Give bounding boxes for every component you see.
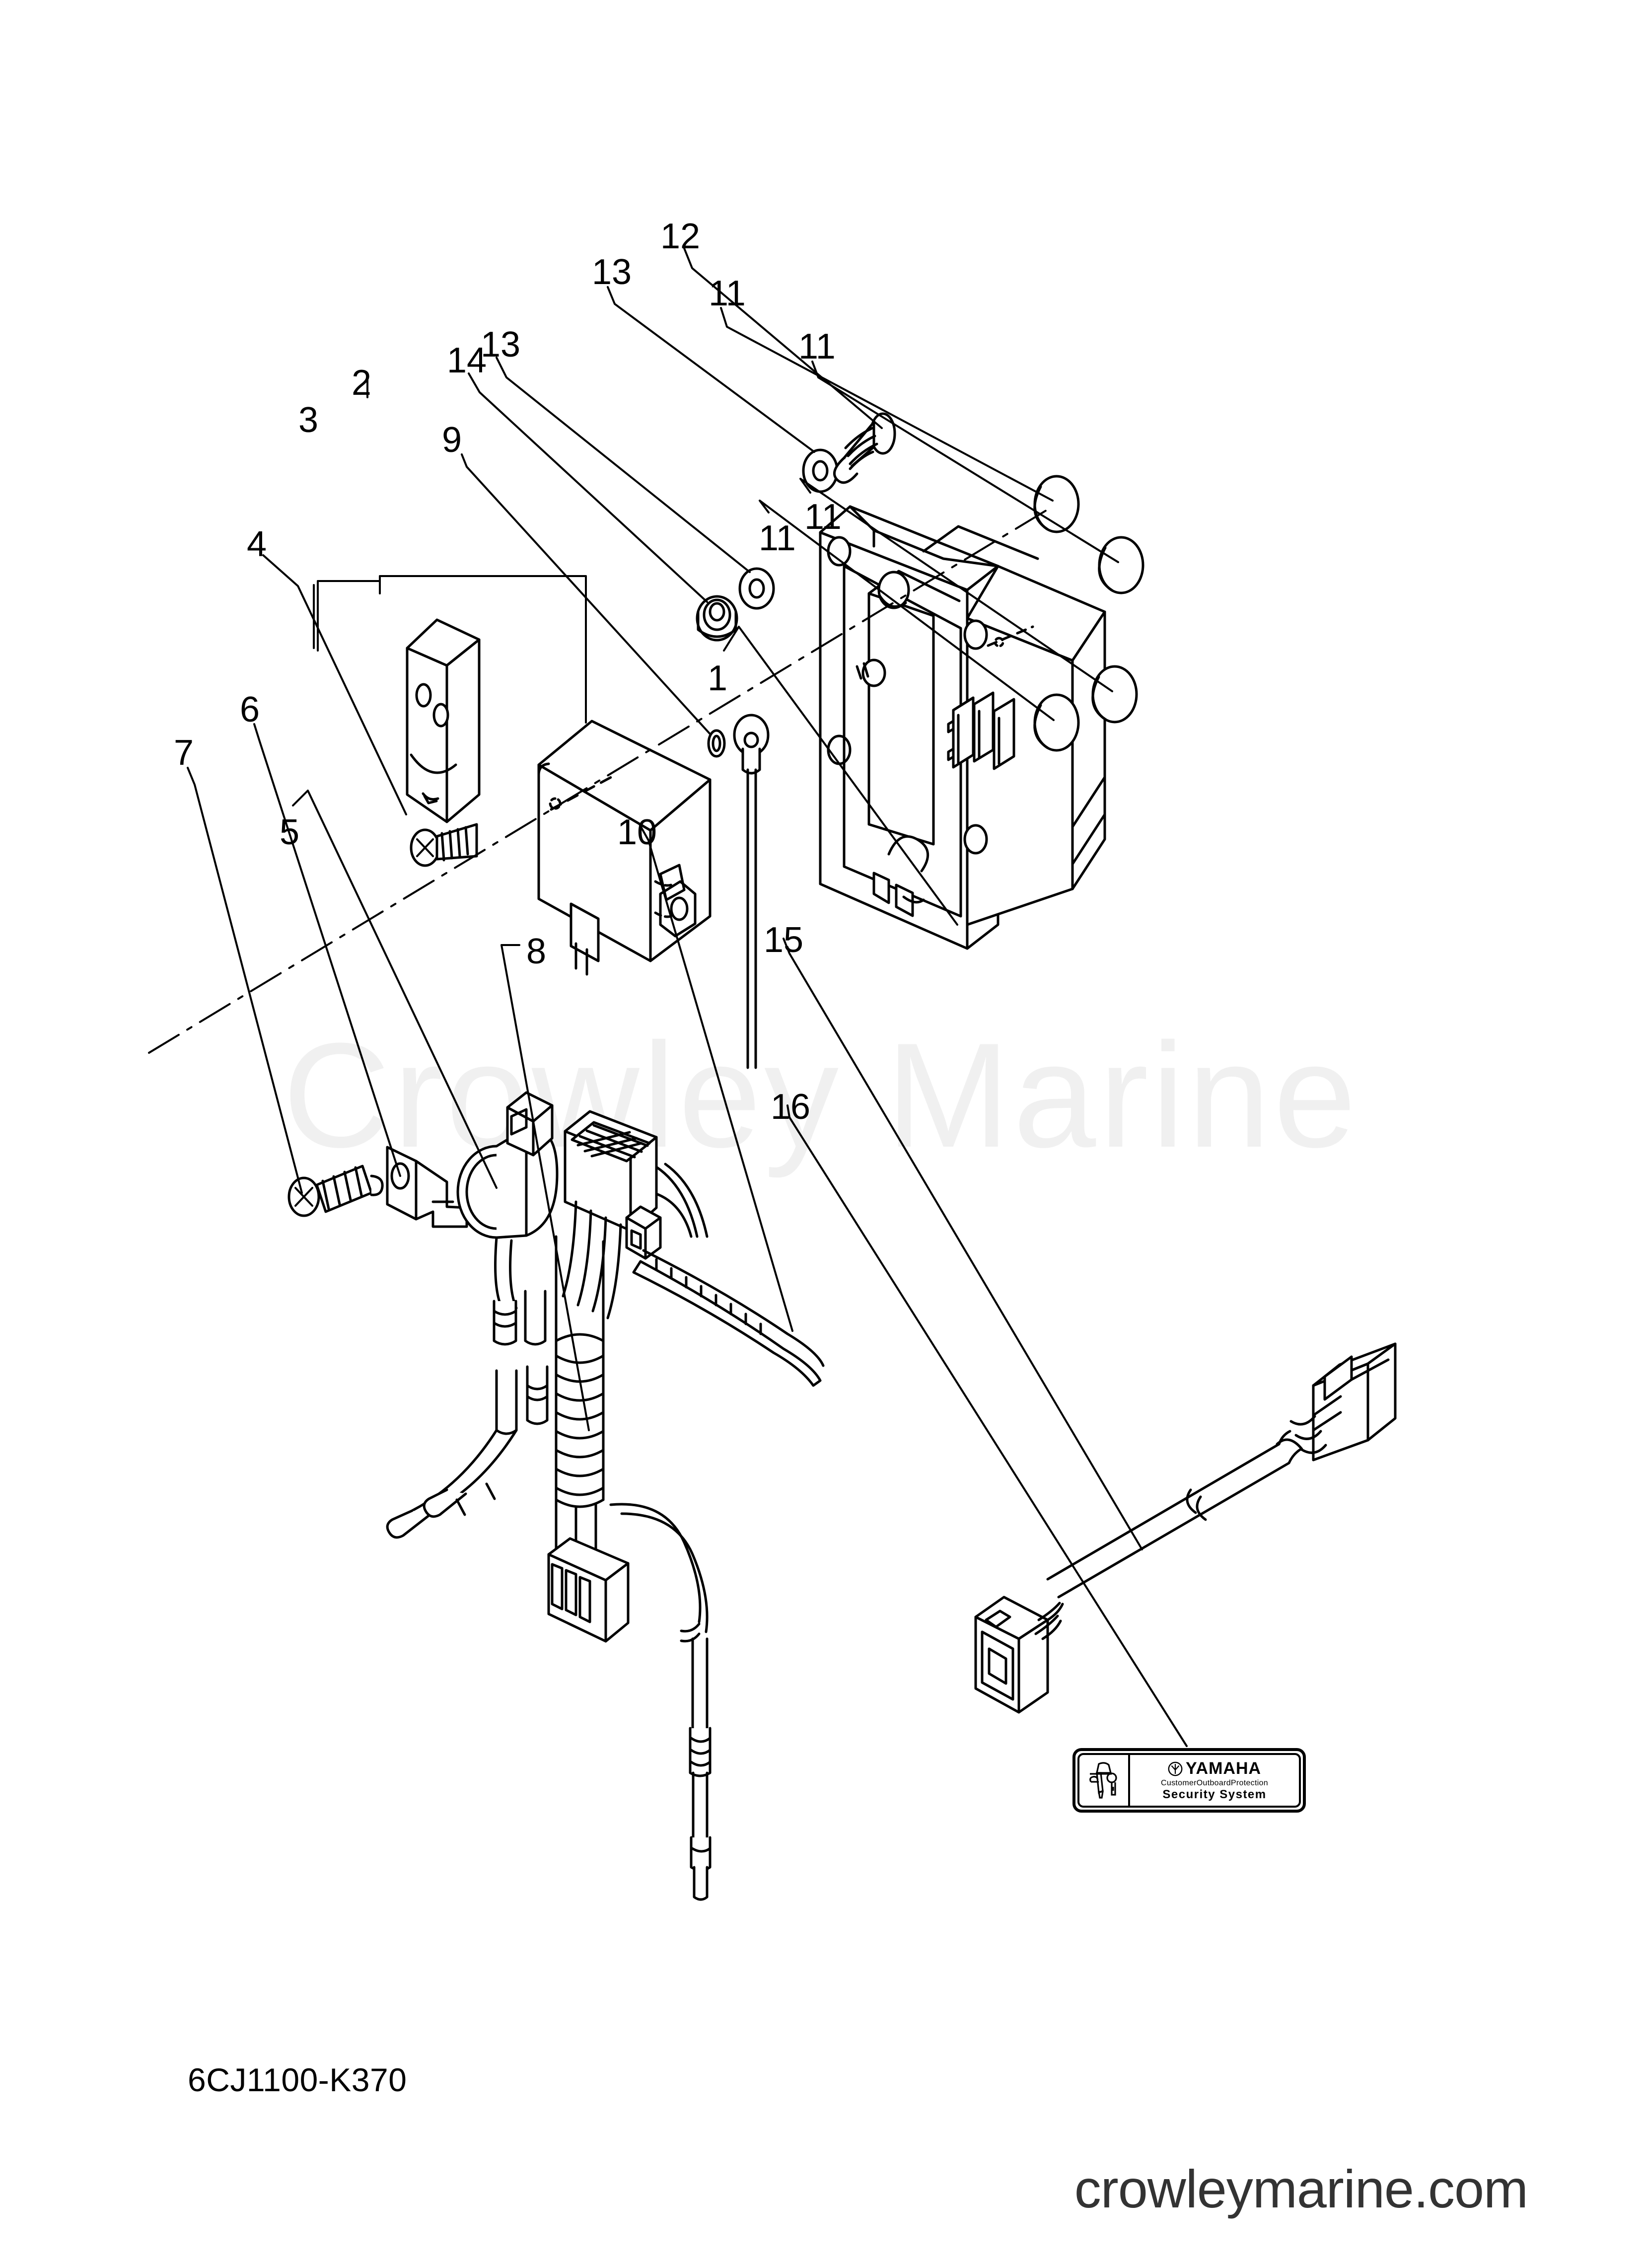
callout-15: 15 xyxy=(764,920,804,960)
callout-6: 6 xyxy=(240,690,260,730)
security-system-label: YAMAHA CustomerOutboardProtection Securi… xyxy=(1072,1748,1306,1813)
part-5-buzzer xyxy=(456,1091,559,1239)
part-number-text: 6CJ1100-K370 xyxy=(188,2061,407,2098)
part-3-cover-cap xyxy=(406,618,481,823)
part-12-tapping-screw xyxy=(833,412,896,484)
label-line-2: Security System xyxy=(1162,1788,1267,1801)
bullet-connectors xyxy=(493,1236,549,1435)
callout-14: 14 xyxy=(447,341,487,380)
callout-8: 8 xyxy=(526,932,547,971)
part-7-screw xyxy=(287,1165,384,1217)
harness-corrugated-sleeve xyxy=(555,1235,605,1508)
callout-3: 3 xyxy=(298,400,319,440)
label-brand-row: YAMAHA xyxy=(1168,1759,1261,1778)
callout-11-top: 11 xyxy=(709,274,746,313)
harness-main-connector xyxy=(564,1110,658,1232)
callout-12: 12 xyxy=(660,217,701,256)
callout-13-top: 13 xyxy=(592,252,632,292)
part-4-screw xyxy=(410,823,478,867)
label-line-1: CustomerOutboardProtection xyxy=(1161,1779,1268,1787)
yamaha-tuning-fork-logo xyxy=(1168,1761,1183,1776)
callout-16: 16 xyxy=(771,1087,811,1127)
callout-11-right: 11 xyxy=(798,327,836,366)
leader-2 xyxy=(379,575,587,724)
part-10-cable-tie xyxy=(625,1205,825,1387)
site-brand-text: crowleymarine.com xyxy=(1074,2159,1528,2219)
housing-connector-block xyxy=(947,691,1015,770)
harness-lower-connector xyxy=(547,1537,630,1643)
part-13-washer-left xyxy=(738,567,775,610)
part-8-wire-harness xyxy=(386,1110,712,1901)
label-outer-border xyxy=(1072,1748,1306,1813)
label-yamaha-word: YAMAHA xyxy=(1185,1759,1262,1778)
callout-4: 4 xyxy=(247,524,267,564)
part-9-o-ring xyxy=(707,729,726,758)
callout-11-lower-right: 11 xyxy=(804,497,842,537)
part-6-clamp-bracket xyxy=(386,1146,468,1228)
callout-9: 9 xyxy=(442,420,462,460)
assembly-axis xyxy=(148,506,1054,1054)
outboard-key-icon xyxy=(1079,1755,1130,1806)
part-15-extension-harness xyxy=(974,1342,1397,1714)
label-inner-border: YAMAHA CustomerOutboardProtection Securi… xyxy=(1077,1753,1301,1808)
part-2-control-unit xyxy=(537,720,712,976)
leader-3-bracket xyxy=(317,580,380,652)
lanyard-terminal xyxy=(733,714,770,1069)
callout-10: 10 xyxy=(617,812,657,852)
callout-7: 7 xyxy=(174,733,194,773)
callout-13-left: 13 xyxy=(481,325,521,365)
callout-11-lower: 11 xyxy=(759,518,796,558)
callout-5: 5 xyxy=(280,812,300,852)
callout-1: 1 xyxy=(708,658,728,698)
part-14-nut xyxy=(696,595,738,642)
callout-2: 2 xyxy=(352,363,372,403)
leader-lines xyxy=(187,247,1188,1747)
label-text-block: YAMAHA CustomerOutboardProtection Securi… xyxy=(1130,1755,1299,1806)
